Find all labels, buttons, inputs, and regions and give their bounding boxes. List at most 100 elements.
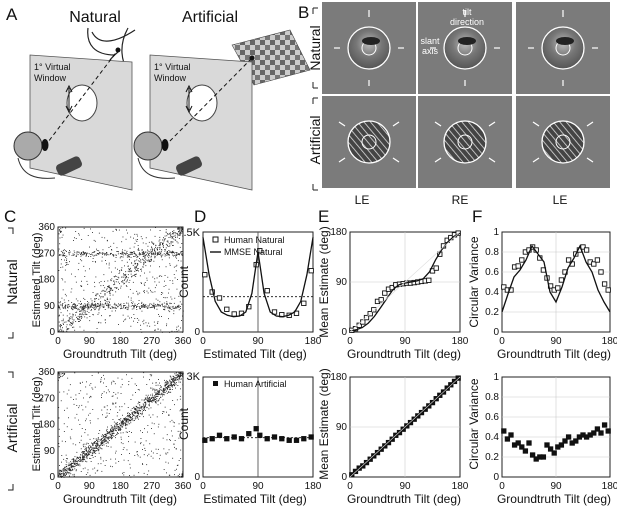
scatter-point: [120, 442, 122, 444]
scatter-point: [127, 307, 129, 309]
scatter-point: [66, 470, 67, 471]
scatter-point: [130, 270, 132, 272]
scatter-point: [63, 431, 65, 432]
scatter-point: [110, 288, 112, 290]
scatter-point: [129, 414, 130, 416]
scatter-point: [62, 373, 63, 374]
scatter-point: [148, 470, 150, 472]
scatter-point: [61, 278, 63, 279]
scatter-point: [174, 308, 176, 309]
scatter-point: [68, 389, 70, 391]
scatter-point: [83, 397, 84, 399]
scatter-point: [150, 455, 152, 457]
scatter-point: [66, 458, 68, 459]
scatter-point: [109, 315, 111, 317]
scatter-point: [91, 307, 93, 308]
scatter-point: [154, 324, 156, 326]
scatter-point: [64, 474, 66, 476]
scatter-point: [142, 259, 144, 261]
scatter-point: [104, 299, 106, 301]
scatter-point: [90, 310, 92, 311]
scatter-point: [136, 412, 138, 413]
scatter-point: [170, 391, 172, 393]
scatter-point: [179, 372, 181, 374]
scatter-point: [165, 388, 167, 390]
scatter-point: [159, 398, 160, 400]
scatter-point: [171, 382, 172, 384]
scatter-point: [68, 464, 70, 466]
scatter-point: [168, 391, 170, 393]
scatter-point: [139, 252, 140, 254]
scatter-point: [59, 307, 60, 309]
scatter-point: [143, 319, 145, 321]
scatter-point: [177, 306, 179, 308]
scatter-point: [163, 394, 165, 395]
scatter-point: [112, 402, 114, 404]
scatter-point: [79, 461, 81, 462]
scatter-point: [165, 229, 167, 231]
scatter-point: [76, 405, 78, 406]
scatter-point: [88, 256, 89, 257]
scatter-point: [180, 251, 182, 253]
scatter-point: [145, 255, 146, 257]
scatter-point: [102, 296, 104, 298]
scatter-point: [105, 436, 107, 438]
data-point-filled: [279, 436, 285, 442]
scatter-point: [85, 449, 87, 451]
scatter-point: [124, 282, 125, 284]
scatter-point: [169, 302, 171, 304]
scatter-point: [74, 462, 76, 464]
scatter-point: [80, 254, 81, 255]
scatter-point: [60, 250, 62, 252]
scatter-point: [182, 442, 184, 444]
x-tick-label: 0: [499, 481, 505, 492]
scatter-point: [172, 236, 174, 238]
scatter-point: [146, 279, 148, 281]
scatter-point: [81, 459, 83, 461]
scatter-point: [80, 448, 82, 450]
scatter-point: [171, 237, 173, 239]
scatter-point: [173, 380, 175, 382]
scatter-point: [103, 391, 105, 393]
scatter-point: [112, 428, 114, 430]
scatter-point: [172, 375, 174, 377]
scatter-point: [116, 424, 118, 426]
scatter-point: [180, 327, 181, 329]
scatter-point: [98, 304, 100, 306]
scatter-point: [121, 425, 123, 427]
scatter-point: [110, 279, 111, 281]
data-point-filled: [264, 436, 270, 442]
scatter-point: [106, 445, 107, 447]
scatter-point: [173, 266, 175, 268]
scatter-point: [181, 476, 183, 478]
scatter-point: [146, 396, 148, 398]
scatter-point: [145, 410, 146, 411]
scatter-point: [168, 385, 170, 387]
scatter-point: [60, 470, 61, 471]
scatter-point: [132, 253, 133, 255]
scatter-point: [136, 385, 137, 386]
scatter-point: [125, 418, 127, 420]
scatter-point: [82, 304, 84, 306]
scatter-point: [84, 252, 86, 254]
orientation-tick: [392, 157, 400, 163]
y-tick-label: 0: [194, 472, 200, 483]
scatter-point: [102, 249, 104, 251]
scatter-point: [127, 279, 128, 281]
scatter-point: [110, 287, 112, 289]
scatter-point: [152, 388, 154, 390]
scatter-point: [178, 228, 180, 230]
scatter-point: [74, 372, 76, 374]
scatter-point: [117, 424, 119, 425]
scatter-point: [142, 254, 144, 255]
scatter-point: [82, 460, 84, 462]
scatter-point: [132, 305, 134, 306]
scatter-point: [157, 249, 158, 251]
scatter-point: [179, 373, 181, 374]
scatter-point: [61, 461, 62, 463]
scatter-point: [82, 314, 84, 316]
scatter-point: [120, 269, 122, 271]
scatter-point: [154, 287, 156, 289]
scatter-point: [177, 464, 179, 466]
scatter-point: [131, 317, 132, 319]
